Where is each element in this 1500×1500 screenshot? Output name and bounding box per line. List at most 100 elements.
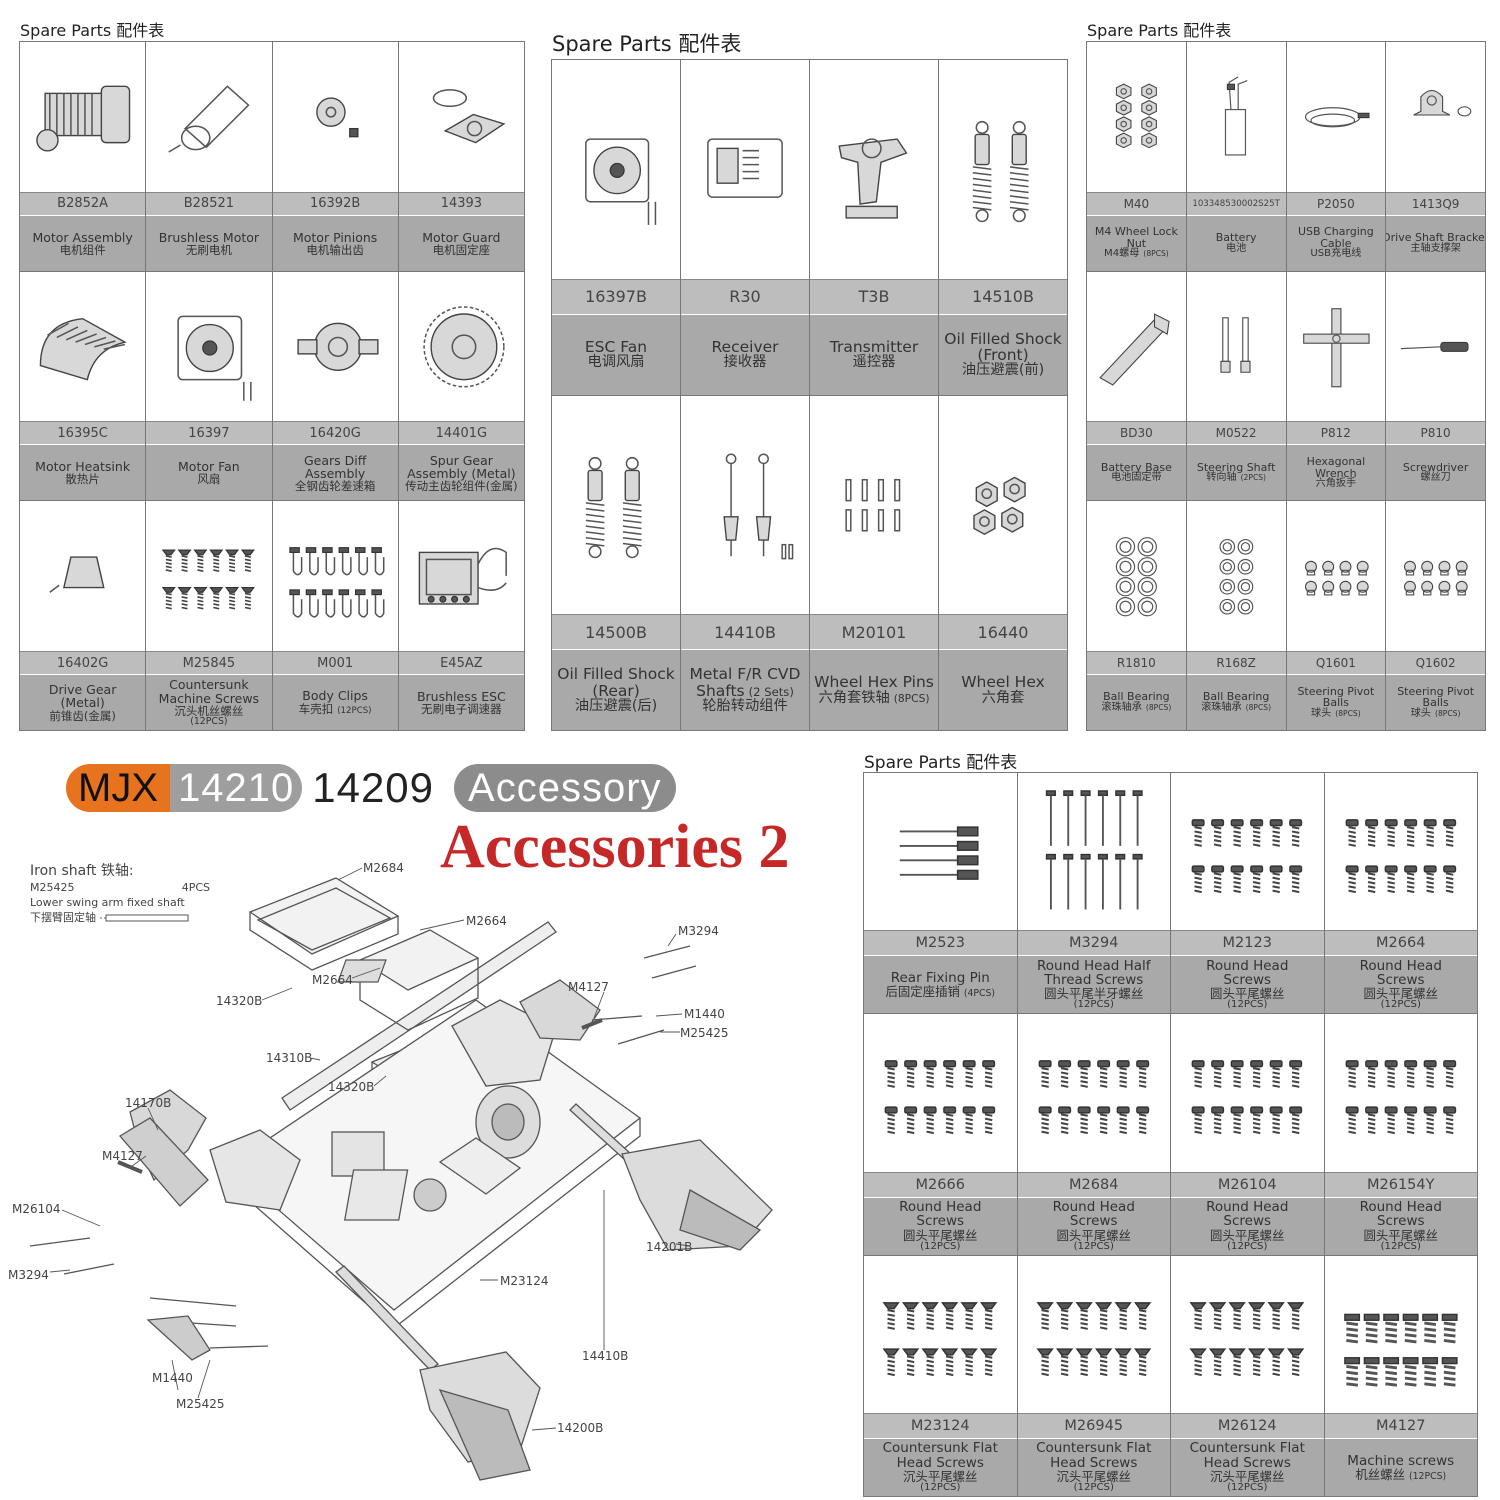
- part-code: M26124: [1171, 1412, 1324, 1439]
- part-name-text: Screws: [1376, 972, 1425, 988]
- sheet2-title: Spare Parts 配件表: [552, 32, 742, 56]
- part-name-text: Brushless ESC: [416, 688, 506, 704]
- part-name-text: 电机输出齿: [306, 242, 364, 257]
- part-name-cn: 主轴支撑架: [1410, 242, 1461, 255]
- part-name-text: Drive Shaft Bracket: [1386, 231, 1485, 245]
- part-code: M2684: [1017, 1171, 1170, 1198]
- part-code: M2664: [1324, 930, 1477, 957]
- part-name: Head Screws: [1204, 1456, 1291, 1470]
- part-name-text: Oil Filled Shock: [557, 665, 675, 684]
- callout-label: 14310B: [266, 1051, 313, 1065]
- sheet4-title: Spare Parts 配件表: [864, 753, 1018, 773]
- battery-icon: [1190, 46, 1282, 188]
- part-name-text: Assembly: [305, 465, 366, 481]
- part-name: Round Head: [899, 1200, 981, 1214]
- part-code: 14393: [398, 191, 524, 216]
- part-name-cn: 圆头平尾螺丝: [1364, 1228, 1438, 1242]
- part-name: Hexagonal: [1307, 456, 1366, 468]
- cross-wrench-icon: [1290, 275, 1382, 418]
- part-name-text: 电调风扇: [587, 354, 645, 371]
- part-name-text: 圆头平尾螺丝: [1210, 986, 1285, 1002]
- part-name-cn: 电池固定带: [1111, 472, 1162, 484]
- part-name-text: 圆头平尾螺丝: [1210, 1227, 1285, 1243]
- part-name-cn: 六角套铁轴(8PCS): [818, 690, 929, 706]
- part-name-text: 主轴支撑架: [1410, 242, 1461, 254]
- part-quantity: (12PCS): [920, 1240, 961, 1252]
- part-name-text: 无刷电机: [185, 242, 232, 257]
- part-code: R168Z: [1186, 651, 1286, 675]
- part-name-text: 沉头平尾螺丝: [1056, 1468, 1131, 1484]
- part-code: M3294: [1017, 930, 1170, 957]
- part-name-text: Rear Fixing Pin: [890, 969, 990, 986]
- part-quantity: (8PCS): [1145, 702, 1172, 712]
- part-quantity: (12PCS): [1073, 999, 1114, 1011]
- part-name-cn: 圆头平尾半牙螺丝: [1044, 987, 1143, 1000]
- model-banner: MJX 14210 14209 Accessory: [66, 764, 676, 812]
- part-name: Spur Gear: [430, 454, 493, 467]
- part-quantity: (12PCS): [1227, 1481, 1268, 1493]
- callout-label: M2664: [466, 914, 507, 928]
- part-name-cn: 球头(8PCS): [1410, 707, 1461, 720]
- part-code: E45AZ: [398, 651, 524, 675]
- part-quantity: (12PCS): [1409, 1470, 1447, 1482]
- part-name: Oil Filled Shock: [944, 331, 1061, 347]
- flat-screws-icon: [868, 1259, 1013, 1409]
- part-name-text: Steering Pivot: [1397, 684, 1475, 698]
- accessory-badge: Accessory: [454, 764, 676, 812]
- part-name: Cable: [1320, 238, 1351, 250]
- part-name-cn: 接收器: [724, 355, 767, 370]
- part-name-text: Machine Screws: [158, 690, 260, 706]
- part-name-text: 全钢齿轮差速箱: [294, 478, 376, 493]
- part-name-text: Ball Bearing: [1202, 690, 1270, 704]
- round-screws-icon: [1175, 777, 1320, 927]
- part-name-text: 转向轴: [1206, 472, 1237, 484]
- part-name-text: 接收器: [723, 354, 767, 371]
- part-name-cn: 六角套: [982, 690, 1025, 706]
- part-name-text: 圆头平尾螺丝: [903, 1227, 978, 1243]
- part-name: Motor Pinions: [293, 231, 377, 244]
- part-name-text: Gears Diff: [303, 452, 367, 468]
- body-clips-icon: [276, 505, 394, 647]
- part-name-text: Round Head: [1359, 1199, 1442, 1216]
- part-name-cn: M4螺母(8PCS): [1104, 249, 1169, 260]
- part-name: Assembly: [305, 467, 365, 480]
- round-screws-icon: [1175, 1018, 1320, 1168]
- part-name: Head Screws: [897, 1456, 984, 1470]
- part-name-text: Screws: [1223, 1213, 1272, 1230]
- part-code: 16420G: [272, 421, 398, 446]
- part-name-cn: 沉头平尾螺丝: [1210, 1470, 1284, 1483]
- round-screws-icon: [1021, 1018, 1166, 1168]
- callout-label: M1440: [684, 1007, 725, 1021]
- part-name-text: Screwdriver: [1402, 460, 1469, 474]
- headline: Accessories 2: [440, 813, 790, 881]
- part-name: Countersunk Flat: [883, 1441, 998, 1455]
- part-name-cn: 电机输出齿: [306, 244, 364, 256]
- round-screws-icon: [1328, 1018, 1473, 1168]
- part-name-text: 球头: [1410, 707, 1432, 719]
- part-name-text: Oil Filled Shock: [944, 329, 1062, 348]
- part-quantity: (2 Sets): [748, 684, 794, 699]
- part-name-text: Steering Pivot: [1297, 684, 1375, 698]
- part-quantity: (12PCS): [1380, 999, 1421, 1011]
- part-name-text: Steering Shaft: [1196, 460, 1276, 474]
- part-name-text: 风扇: [197, 472, 221, 487]
- part-name: Machine screws: [1347, 1453, 1454, 1468]
- part-name: Motor Guard: [422, 231, 500, 244]
- part-name: Ball Bearing: [1203, 691, 1269, 703]
- part-name-cn: 后固定座插销(4PCS): [885, 985, 995, 999]
